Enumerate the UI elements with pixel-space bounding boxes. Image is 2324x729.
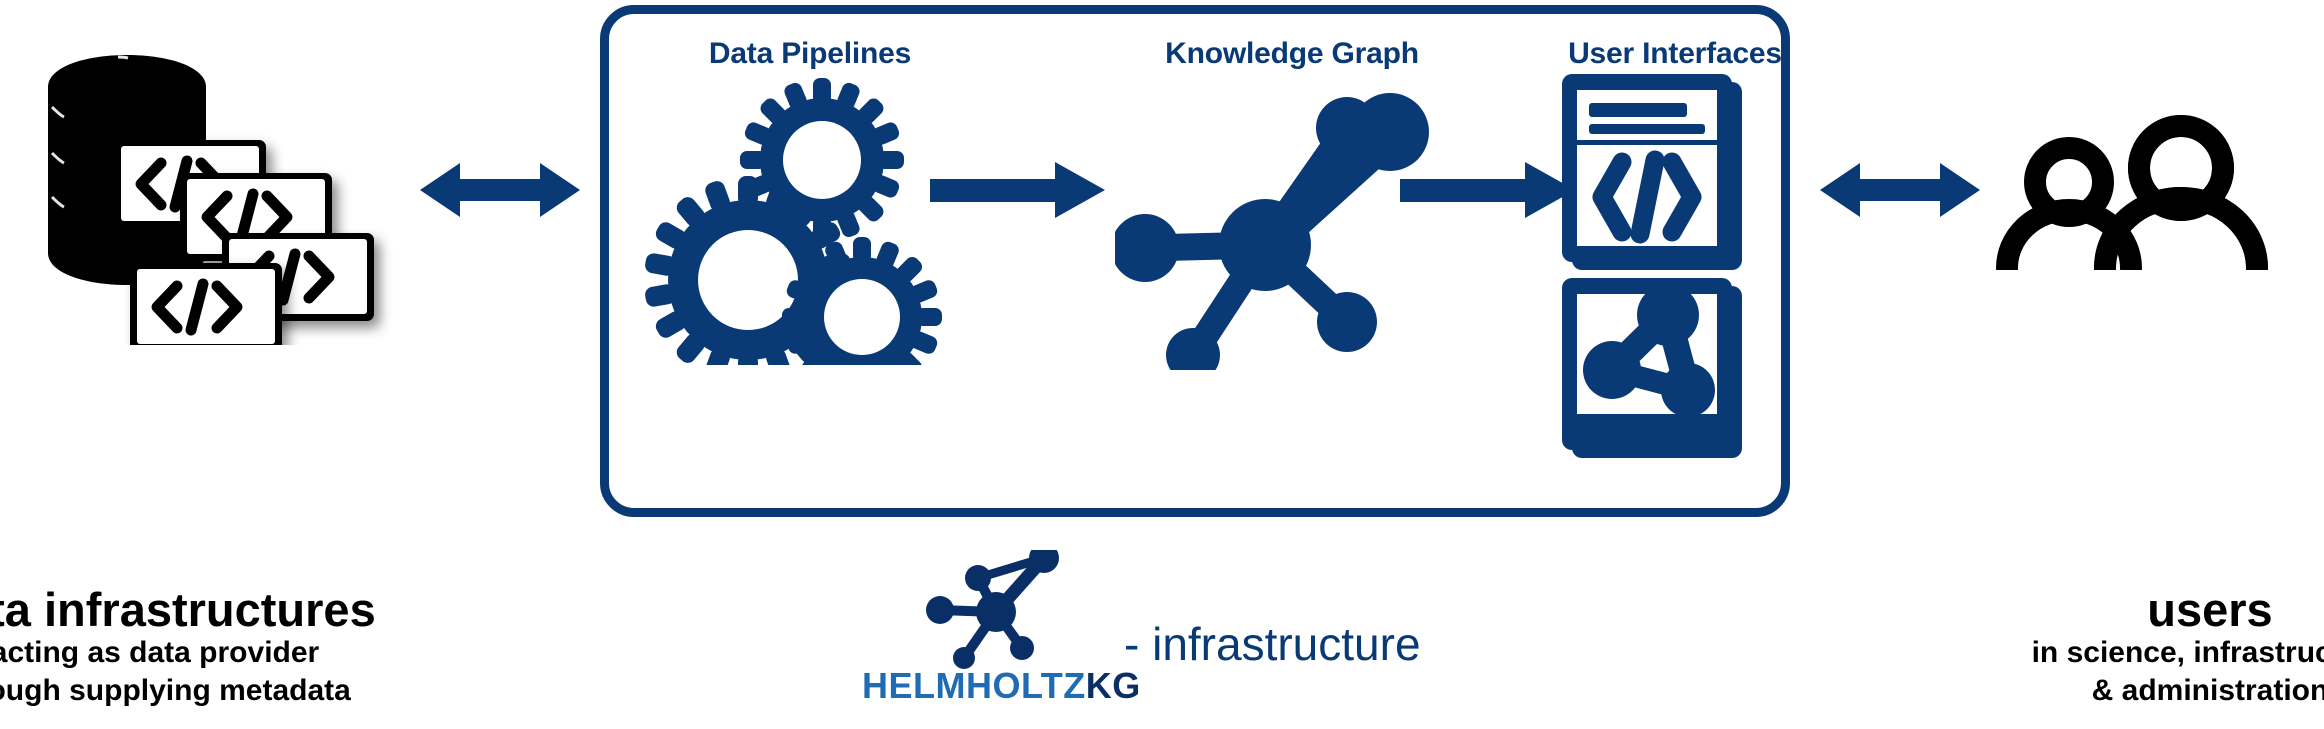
brand-wordmark-primary: HELMHOLTZ	[862, 665, 1086, 706]
double-headed-arrow-right	[1820, 150, 1980, 230]
gears-icon	[640, 75, 980, 397]
arrow-pipelines-to-kg	[930, 150, 1105, 230]
brand-lockup: HELMHOLTZKG - infrastructure	[862, 543, 1502, 729]
panel-label-user-interfaces: User Interfaces	[1568, 37, 1782, 70]
brand-wordmark: HELMHOLTZKG	[862, 665, 1141, 707]
panel-label-data-pipelines: Data Pipelines	[708, 37, 912, 70]
right-caption-subline-2: & administration	[2091, 673, 2324, 707]
double-headed-arrow-left	[420, 150, 580, 230]
left-caption-title: data infrastructures	[0, 583, 376, 636]
left-caption-subline-1: acting as data provider	[0, 636, 320, 670]
code-card-4	[130, 263, 282, 351]
right-caption-subline-1: in science, infrastructure	[2031, 636, 2324, 670]
brand-suffix-label: - infrastructure	[1124, 618, 1421, 670]
brand-knowledge-graph-mark-icon	[922, 543, 1082, 680]
panel-label-knowledge-graph: Knowledge Graph	[1165, 37, 1419, 70]
double-arrow-right-svg	[1820, 163, 1980, 217]
left-caption-subline-2: though supplying metadata	[0, 673, 351, 707]
ui-screens-svg	[1562, 74, 1742, 458]
double-arrow-left-svg	[420, 163, 580, 217]
arrow-right-1-svg	[930, 162, 1105, 218]
database-with-code-cards-icon	[30, 45, 410, 351]
brand-mark-svg	[926, 543, 1059, 669]
gears-svg	[645, 78, 942, 397]
arrow-kg-to-ui	[1400, 150, 1575, 230]
arrow-right-2-svg	[1400, 162, 1575, 218]
right-caption-title: users	[2147, 583, 2273, 636]
knowledge-graph-node-icon	[1111, 70, 1455, 382]
right-caption-block: users in science, infrastructure & admin…	[1930, 585, 2324, 709]
brand-wordmark-secondary: KG	[1085, 665, 1141, 706]
user-left	[1996, 137, 2142, 279]
knowledge-graph-svg	[1111, 93, 1429, 382]
left-caption-block: data infrastructures acting as data prov…	[0, 585, 480, 709]
user-interface-screens-icon	[1560, 70, 1745, 460]
gear-bottom	[782, 237, 942, 397]
database-cards-svg	[48, 55, 374, 351]
two-users-icon	[1985, 110, 2305, 279]
users-svg	[1996, 115, 2268, 279]
